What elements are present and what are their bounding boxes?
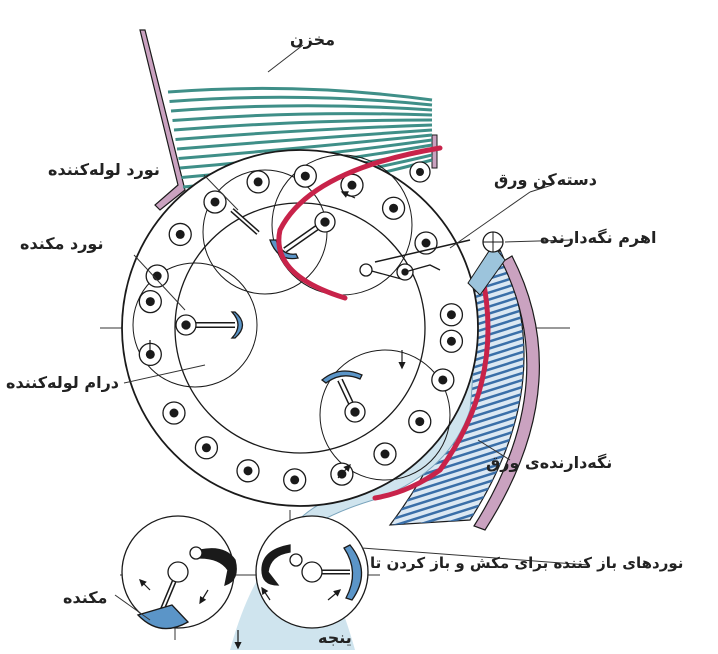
label-holding-lever: اهرم نگه‌دارنده — [540, 230, 656, 246]
drum-roller — [440, 330, 462, 352]
magazine-sheet-line — [170, 97, 433, 105]
drum-roller — [237, 460, 259, 482]
drum-roller — [247, 171, 269, 193]
drum-roller — [383, 197, 405, 219]
drum-roller — [284, 469, 306, 491]
drum-roller — [195, 437, 217, 459]
drum-roller — [440, 304, 462, 326]
label-coiling-drum: درام لوله‌کننده — [6, 375, 119, 391]
label-suction: مکنده — [63, 590, 107, 606]
label-sheet-separator: دسته‌کن ورق — [494, 172, 597, 188]
drum-roller — [409, 411, 431, 433]
label-suction-roller: نورد مکنده — [20, 236, 103, 252]
drum-roller — [374, 443, 396, 465]
label-clamp: ینجه — [318, 630, 352, 646]
drum-roller — [146, 265, 168, 287]
drum-roller — [294, 165, 316, 187]
label-magazine: مخزن — [290, 32, 335, 48]
drum-roller — [169, 223, 191, 245]
drum-roller — [163, 402, 185, 424]
drum-roller — [432, 369, 454, 391]
label-sheet-holder: نگه‌دارنده‌ی ورق — [486, 455, 612, 471]
magazine-sheet-line — [171, 106, 432, 111]
magazine-roller — [410, 162, 430, 182]
label-unfolding-rollers: نوردهای باز کننده برای مکش و باز کردن تا — [370, 556, 683, 571]
label-coiling-roller: نورد لوله‌کننده — [48, 162, 160, 178]
drum-roller — [139, 291, 161, 313]
